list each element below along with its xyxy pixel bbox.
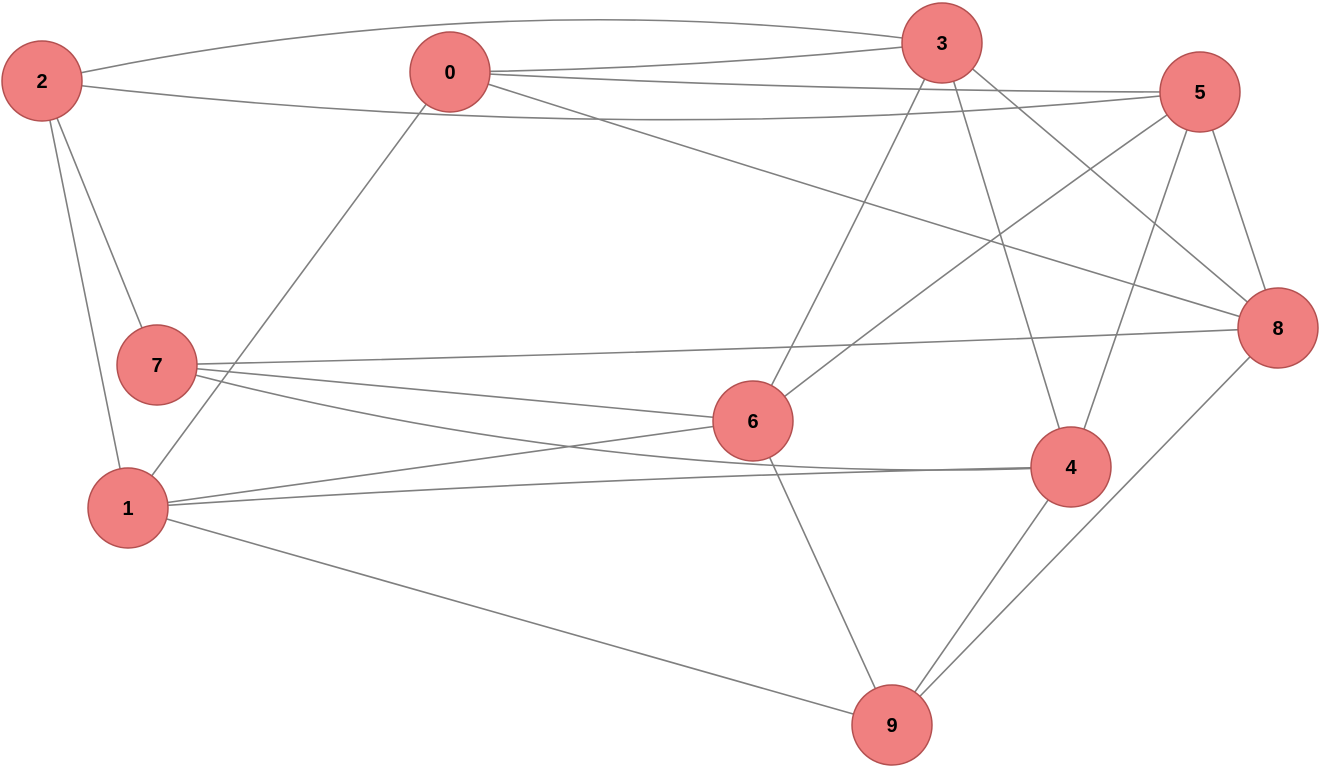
edges-layer — [41, 18, 1279, 726]
node-circle-3[interactable] — [901, 2, 983, 84]
edge-0-3 — [449, 42, 943, 73]
graph-node-2[interactable]: 2 — [1, 40, 83, 122]
edge-0-5 — [449, 71, 1201, 93]
edge-5-8 — [1199, 91, 1279, 329]
edge-0-8 — [449, 71, 1279, 329]
edge-2-5 — [41, 80, 1201, 121]
node-circle-5[interactable] — [1159, 51, 1241, 133]
edge-8-9 — [891, 327, 1279, 726]
edge-4-7 — [156, 364, 1072, 471]
node-circle-4[interactable] — [1030, 426, 1112, 508]
edge-4-9 — [891, 466, 1072, 726]
graph-node-7[interactable]: 7 — [116, 324, 198, 406]
edge-6-7 — [156, 364, 754, 422]
edge-1-4 — [127, 466, 1072, 509]
edge-5-6 — [752, 91, 1201, 422]
node-circle-0[interactable] — [409, 31, 491, 113]
edge-2-7 — [41, 80, 158, 366]
graph-node-6[interactable]: 6 — [712, 380, 794, 462]
node-circle-7[interactable] — [116, 324, 198, 406]
node-circle-1[interactable] — [87, 467, 169, 549]
edge-4-5 — [1070, 91, 1201, 468]
graph-node-9[interactable]: 9 — [851, 684, 933, 766]
edge-3-6 — [752, 42, 943, 422]
node-circle-8[interactable] — [1237, 287, 1319, 369]
edge-7-8 — [156, 327, 1279, 366]
edge-1-2 — [41, 80, 129, 509]
graph-node-4[interactable]: 4 — [1030, 426, 1112, 508]
edge-6-9 — [752, 420, 893, 726]
graph-node-1[interactable]: 1 — [87, 467, 169, 549]
graph-node-3[interactable]: 3 — [901, 2, 983, 84]
edge-3-8 — [941, 42, 1279, 329]
node-circle-9[interactable] — [851, 684, 933, 766]
edge-0-1 — [127, 71, 451, 509]
edge-1-9 — [127, 507, 893, 726]
node-circle-2[interactable] — [1, 40, 83, 122]
node-circle-6[interactable] — [712, 380, 794, 462]
edge-2-3 — [41, 18, 943, 82]
edge-3-4 — [941, 42, 1072, 468]
edge-1-6 — [127, 420, 754, 509]
graph-node-5[interactable]: 5 — [1159, 51, 1241, 133]
graph-node-8[interactable]: 8 — [1237, 287, 1319, 369]
graph-node-0[interactable]: 0 — [409, 31, 491, 113]
